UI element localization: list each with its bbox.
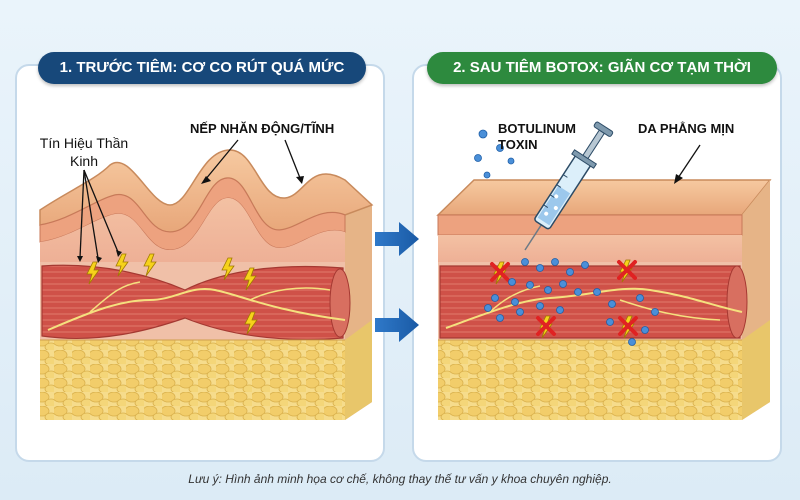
pointer-line [677,144,701,179]
after-skin-block [436,121,772,420]
contracted-muscle [41,264,344,341]
pointer-arrowhead [674,174,683,184]
arrow-right-icon [375,308,419,342]
relaxed-muscle [439,265,741,339]
nerve-signal-label: Tín Hiệu Thần Kinh [39,135,129,169]
epidermis-layer [39,177,346,251]
fat-layer [438,340,742,420]
syringe-icon [524,121,614,251]
disclaimer-note: Lưu ý: Hình ảnh minh họa cơ chế, không t… [188,472,612,486]
toxin-particles [484,258,659,346]
toxin-bubbles [474,129,515,179]
dermis-layer [438,235,742,262]
pointer-line [83,169,119,253]
block-side-fat [742,320,770,420]
block-side-fat [345,320,372,420]
pointer-line [83,169,99,259]
botulinum-toxin-label: BOTULINUM TOXIN [498,121,576,152]
pointer-arrowhead [77,256,83,262]
pointer-arrowhead [296,176,304,184]
nerve-branch [619,299,721,321]
pointer-arrowhead [96,256,102,263]
nerve-fiber [47,288,346,331]
pointer-line [284,139,301,179]
pointer-line [79,169,85,259]
wrinkle-label: NẾP NHĂN ĐỘNG/TĨNH [190,121,335,136]
pointer-arrowhead [116,250,122,257]
nerve-branch [89,281,141,313]
pointer-arrowhead [201,176,211,184]
pointer-line [204,139,239,181]
epidermis-layer [437,214,743,236]
dermis-layer [40,198,345,262]
before-panel-title: 1. TRƯỚC TIÊM: CƠ CO RÚT QUÁ MỨC [38,52,366,84]
nerve-branch [249,287,331,301]
arrow-right-icon [375,222,419,256]
muscle-end-face [726,265,748,339]
smooth-skin-surface [436,179,772,216]
before-skin-block [39,139,374,420]
smooth-skin-label: DA PHẲNG MỊN [638,121,735,136]
fat-layer [40,340,345,420]
after-panel-title: 2. SAU TIÊM BOTOX: GIÃN CƠ TẠM THỜI [427,52,777,84]
nerve-branch [489,285,541,313]
muscle-end-face [329,268,351,338]
